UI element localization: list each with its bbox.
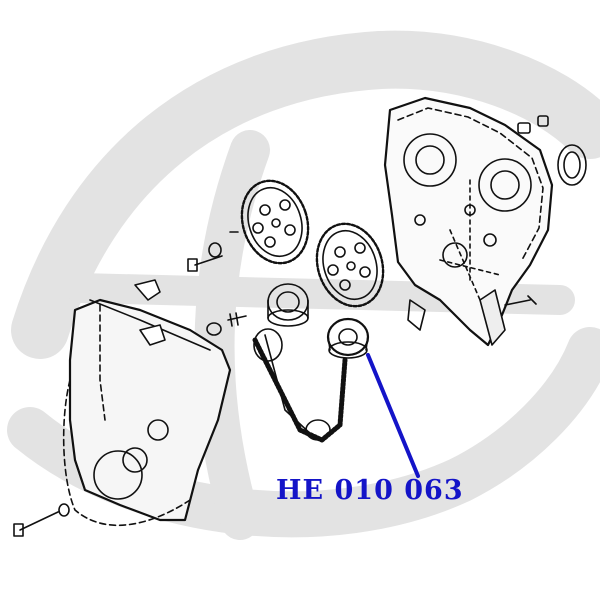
timing-belt — [252, 328, 348, 443]
exhaust-camshaft-gear — [315, 222, 385, 308]
watermark-stem — [194, 130, 270, 540]
washer-and-spring — [206, 312, 247, 336]
part-number-label: HE 010 063 — [276, 475, 464, 506]
watermark-swoosh-top — [11, 30, 600, 359]
camshaft-seal — [557, 144, 587, 186]
cover-bolts — [504, 115, 549, 306]
part-pointer-line — [366, 353, 420, 478]
tensioner-pulley — [326, 317, 370, 359]
front-timing-cover — [62, 279, 232, 526]
rear-timing-cover — [383, 96, 554, 347]
idler-pulley — [267, 283, 309, 327]
intake-camshaft-gear — [240, 179, 310, 265]
cover-bolt — [13, 503, 70, 537]
gear-bolts — [187, 231, 239, 272]
